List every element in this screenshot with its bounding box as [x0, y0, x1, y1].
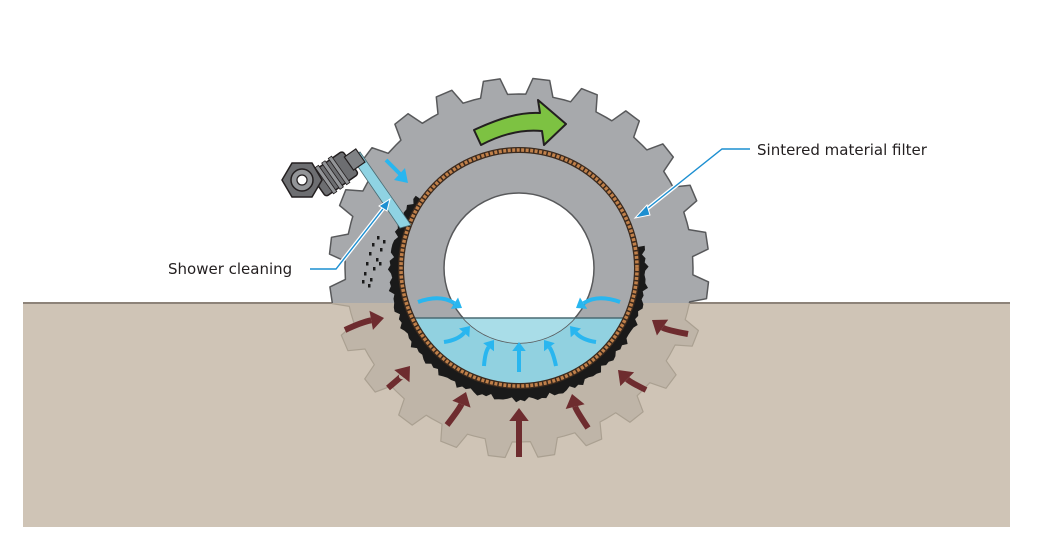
debris-particle: [370, 278, 373, 282]
slurry-inflow-arrow: [618, 370, 648, 393]
debris-particle: [364, 272, 367, 276]
slurry-inflow-arrow: [343, 310, 384, 333]
debris-particle: [366, 262, 369, 266]
filtrate-flow-arrow: [512, 342, 526, 372]
debris-particle: [368, 284, 371, 288]
rotation-arrow: [473, 99, 567, 146]
slurry-inflow-arrow: [509, 408, 529, 457]
slurry-inflow-arrow: [444, 392, 471, 427]
debris-particle: [372, 243, 375, 247]
sintered-filter-ring-pattern: [399, 148, 639, 388]
filtrate-flow-arrow: [576, 296, 621, 309]
falling-debris: [362, 236, 386, 288]
sintered-filter-leader: [633, 147, 750, 219]
label-shower-cleaning: Shower cleaning: [168, 260, 293, 278]
shower-nozzle-icon: [281, 148, 366, 198]
filtrate-flow-arrow: [443, 326, 470, 344]
debris-particle: [373, 267, 376, 271]
shower-flow-arrow: [384, 158, 408, 183]
debris-particle: [369, 252, 372, 256]
debris-particle: [379, 262, 382, 266]
filtrate-flow-arrow: [544, 340, 558, 367]
debris-particle: [377, 236, 380, 240]
filtrate-flow-arrow: [482, 340, 494, 367]
debris-particle: [362, 280, 365, 284]
debris-particle: [380, 248, 383, 252]
shower-cleaning-leader: [310, 197, 391, 271]
filtrate-flow-arrow: [570, 326, 597, 344]
label-sintered-material-filter: Sintered material filter: [757, 141, 927, 159]
filtrate-flow-arrow: [417, 296, 462, 309]
debris-particle: [376, 258, 379, 262]
slurry-inflow-arrow: [652, 319, 689, 337]
slurry-inflow-arrow: [565, 394, 591, 430]
debris-particle: [383, 240, 386, 244]
